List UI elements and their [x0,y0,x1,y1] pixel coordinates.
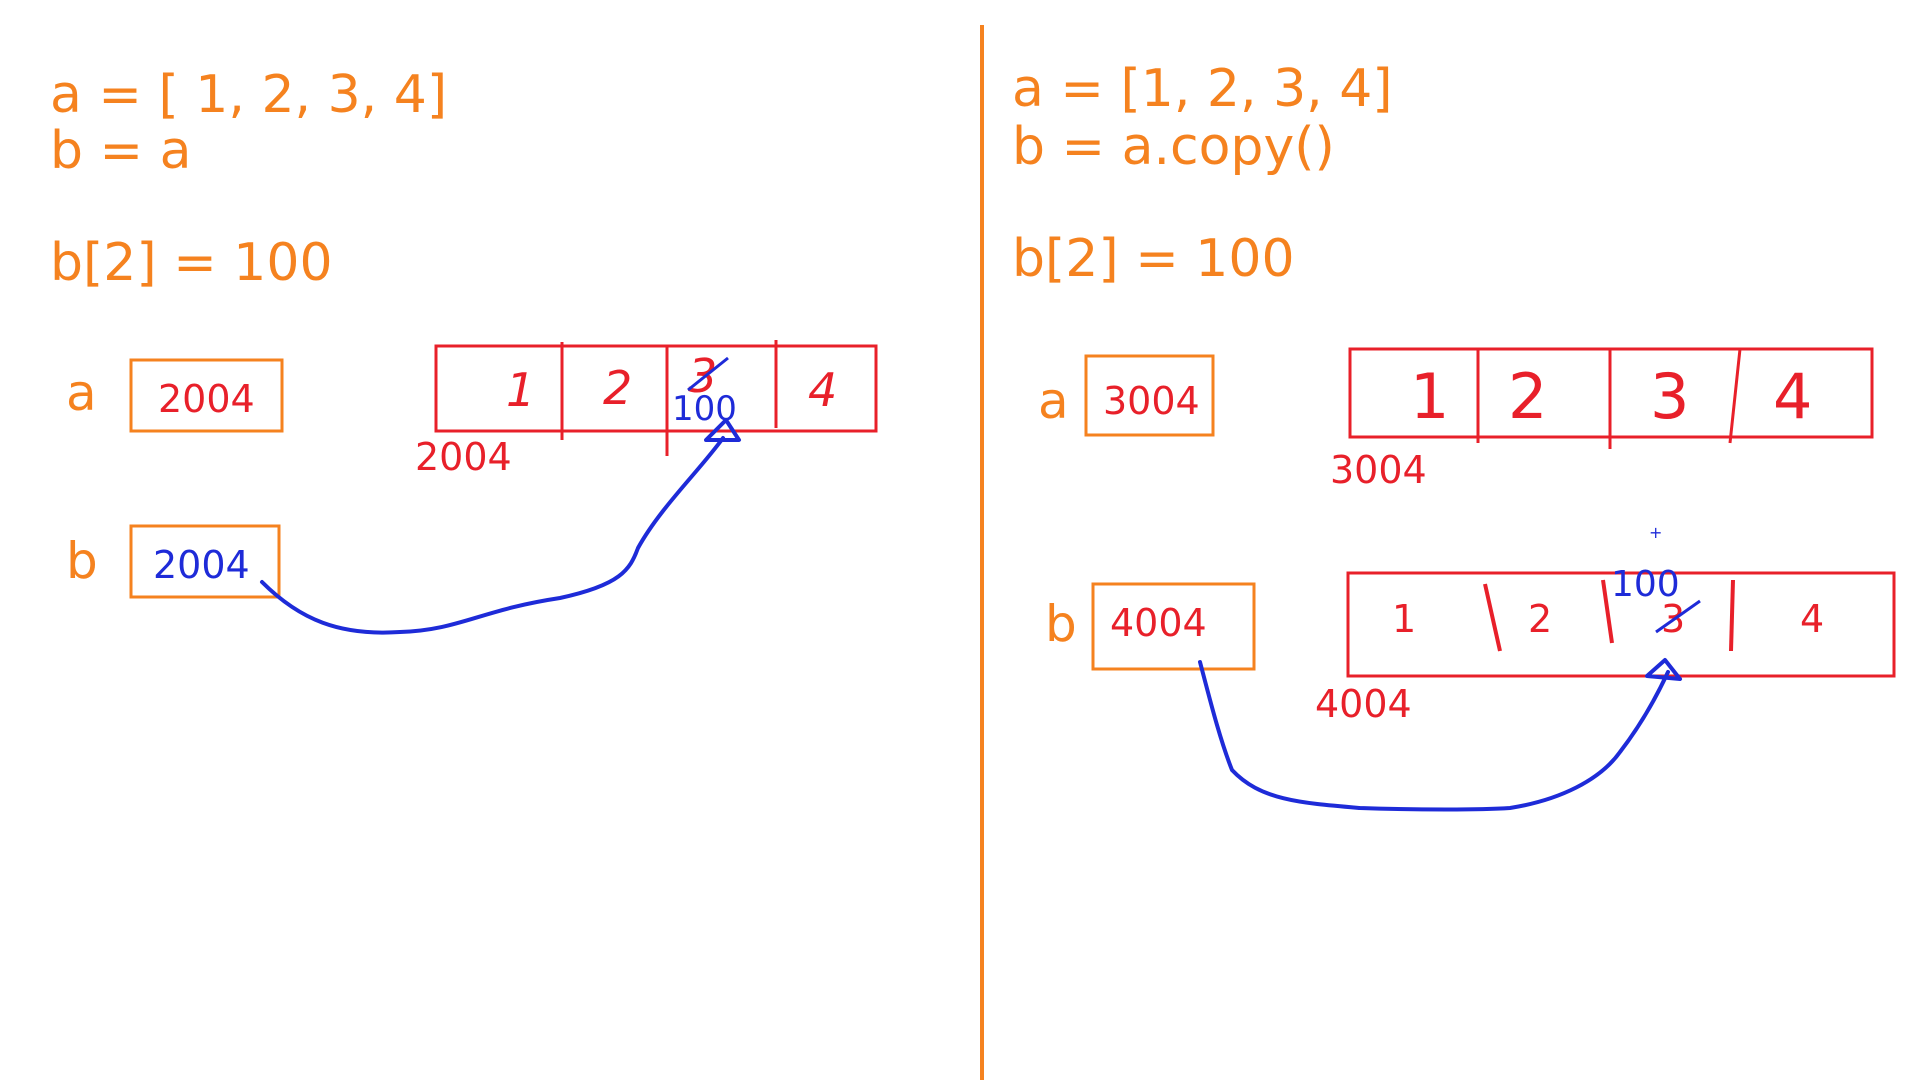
right-list-b-address: 4004 [1315,682,1412,726]
right-var-b-value: 4004 [1110,601,1207,645]
left-reference-arrow [260,436,725,635]
right-cell-3-strike [1655,599,1701,634]
left-list-cell-2: 2 [603,361,632,415]
right-var-a-value: 3004 [1103,379,1200,423]
left-code-line-1: a = [ 1, 2, 3, 4] [50,65,447,125]
left-list-cell-4: 4 [808,363,837,417]
left-var-a-box [129,358,284,433]
left-reference-arrowhead [704,418,741,442]
right-stray-mark: + [1649,523,1662,542]
right-list-b-cell-4: 4 [1800,597,1824,641]
left-list-object: 1 2 3 4 100 2004 [415,340,878,479]
right-code-line-2: b = a.copy() [1012,117,1335,177]
right-var-b-label: b [1045,595,1077,653]
right-list-b-new-value: 100 [1611,564,1680,605]
right-list-b-divider-1 [1483,583,1502,652]
right-var-b-box [1091,582,1256,671]
right-list-a-divider-3 [1728,348,1742,444]
left-list-cell-1: 1 [506,363,535,417]
left-var-b-box [129,524,281,599]
right-code-line-3: b[2] = 100 [1012,229,1295,289]
left-var-b-value: 2004 [153,543,250,587]
left-var-a-label: a [66,364,97,422]
right-var-a-box [1084,354,1215,437]
right-list-a-cell-3: 3 [1650,360,1689,433]
right-panel: a = [1, 2, 3, 4] b = a.copy() b[2] = 100… [1012,59,1896,812]
left-list-address: 2004 [415,435,512,479]
right-list-a-object: 1 2 3 4 3004 [1330,347,1874,492]
right-reference-arrow [1198,660,1670,812]
right-code-line-1: a = [1, 2, 3, 4] [1012,59,1393,119]
left-code-line-2: b = a [50,121,192,181]
right-list-a-cell-1: 1 [1410,360,1449,433]
right-list-a-cell-4: 4 [1773,360,1812,433]
right-list-a-address: 3004 [1330,448,1427,492]
left-list-cell-3: 3 [688,349,717,403]
right-reference-arrowhead [1645,658,1682,681]
right-list-b-object: 1 2 3 4 100 4004 [1315,564,1896,726]
left-var-b-label: b [66,532,98,590]
right-list-b-cell-1: 1 [1392,597,1416,641]
right-var-a-label: a [1038,372,1069,430]
right-list-b-box [1346,571,1896,678]
right-list-b-cell-2: 2 [1528,597,1552,641]
left-list-box [434,344,878,433]
right-list-b-divider-2 [1601,579,1614,644]
left-code-line-3: b[2] = 100 [50,233,333,293]
right-list-a-cell-2: 2 [1508,360,1547,433]
right-list-b-divider-3 [1729,579,1735,652]
left-panel: a = [ 1, 2, 3, 4] b = a b[2] = 100 a 200… [50,65,878,635]
left-var-a-value: 2004 [158,377,255,421]
left-cell-3-strike [687,356,729,392]
